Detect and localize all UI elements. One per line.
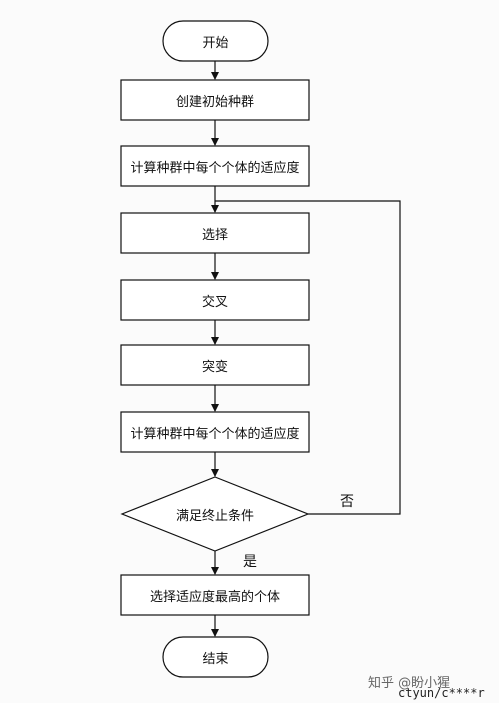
- decision-label: 满足终止条件: [175, 508, 254, 524]
- mutation-label: 突变: [201, 359, 228, 375]
- crossover-label: 交叉: [201, 294, 228, 310]
- ctyun-watermark: ctyun/c****r: [398, 686, 485, 700]
- zhihu-watermark: 知乎 @盼小猩: [368, 676, 451, 691]
- select-box: [120, 212, 310, 254]
- loop-back-connector: [215, 200, 401, 515]
- create-population-label: 创建初始种群: [175, 94, 254, 110]
- create-population-box: [120, 79, 310, 121]
- fitness-box-1: [120, 145, 310, 187]
- end-label: 结束: [202, 651, 229, 667]
- fitness-label-2: 计算种群中每个个体的适应度: [130, 426, 300, 442]
- best-individual-box: [120, 574, 310, 616]
- end-terminal-shape: [162, 636, 269, 678]
- best-individual-label: 选择适应度最高的个体: [149, 589, 280, 605]
- select-label: 选择: [201, 227, 228, 243]
- start-label: 开始: [202, 35, 229, 51]
- no-branch-label: 否: [340, 494, 354, 510]
- yes-branch-label: 是: [243, 554, 257, 570]
- fitness-label-1: 计算种群中每个个体的适应度: [130, 160, 300, 176]
